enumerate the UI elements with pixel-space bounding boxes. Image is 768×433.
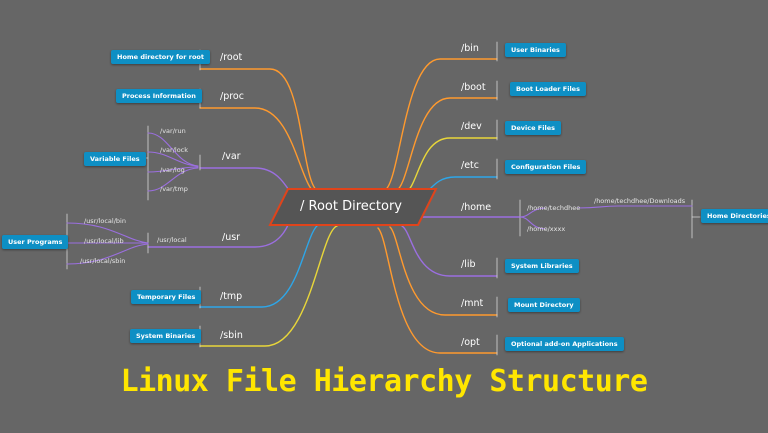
tag-tmp: Temporary Files: [131, 290, 202, 304]
connector-boot: [395, 97, 498, 192]
tag-lib: System Libraries: [505, 259, 579, 273]
dir-sbin: /sbin: [220, 330, 243, 341]
dir-root: /root: [220, 52, 243, 63]
tag-bin: User Binaries: [505, 43, 566, 57]
dir-usr: /usr: [222, 232, 241, 243]
link-usr-bin: [66, 222, 149, 244]
tag-proc: Process Information: [116, 89, 202, 103]
sub-usr-local-lib: /usr/local/lib: [84, 237, 124, 245]
tag-root: Home directory for root: [111, 50, 210, 64]
sub-home-downloads: /home/techdhee/Downloads: [594, 197, 686, 205]
connector-sbin: [199, 225, 338, 347]
link-usr-sbin: [66, 243, 149, 265]
sub-usr-local: /usr/local: [157, 236, 187, 244]
link-home-xxxx: [519, 216, 546, 230]
root-directory-label: / Root Directory: [299, 199, 402, 214]
link-var-log: [147, 166, 199, 173]
sub-home-xxxx: /home/xxxx: [527, 225, 566, 233]
tag-boot: Boot Loader Files: [510, 82, 586, 96]
dir-home: /home: [461, 202, 492, 213]
tag-var: Variable Files: [84, 152, 146, 166]
link-var-tmp: [147, 167, 199, 192]
sub-var-run: /var/run: [160, 127, 186, 135]
connector-opt: [377, 227, 498, 354]
tag-dev: Device Files: [505, 121, 561, 135]
dir-tmp: /tmp: [220, 291, 243, 302]
sub-usr-local-bin: /usr/local/bin: [84, 217, 126, 225]
tag-usr: User Programs: [2, 235, 69, 249]
dir-var: /var: [222, 151, 241, 162]
dir-boot: /boot: [461, 82, 486, 93]
tag-opt: Optional add-on Applications: [505, 337, 624, 351]
connector-dev: [404, 137, 498, 194]
dir-etc: /etc: [461, 160, 479, 171]
sub-usr-local-sbin: /usr/local/sbin: [80, 257, 126, 265]
tag-mnt: Mount Directory: [508, 298, 580, 312]
connector-proc: [199, 107, 319, 195]
connector-tmp: [199, 223, 321, 308]
dir-bin: /bin: [461, 43, 479, 54]
connector-bin: [384, 58, 498, 191]
dir-mnt: /mnt: [461, 298, 484, 309]
dir-proc: /proc: [220, 91, 244, 102]
sub-var-tmp: /var/tmp: [160, 185, 188, 193]
tag-sbin: System Binaries: [130, 329, 202, 343]
tag-home: Home Directories: [701, 209, 768, 223]
dir-opt: /opt: [461, 337, 480, 348]
page-title: Linux File Hierarchy Structure: [120, 364, 648, 399]
connector-mnt: [389, 226, 498, 316]
connector-lib: [401, 225, 498, 277]
link-var-lock: [147, 151, 199, 167]
link-downloads: [577, 205, 693, 209]
sub-home-techdhee: /home/techdhee: [527, 204, 581, 212]
link-var-run: [147, 132, 199, 167]
root-box: [268, 188, 438, 226]
sub-var-lock: /var/lock: [160, 146, 189, 154]
connector-root: [199, 68, 321, 193]
tag-etc: Configuration Files: [505, 160, 587, 174]
dir-lib: /lib: [461, 259, 476, 270]
dir-dev: /dev: [461, 121, 482, 132]
sub-var-log: /var/log: [160, 166, 185, 174]
